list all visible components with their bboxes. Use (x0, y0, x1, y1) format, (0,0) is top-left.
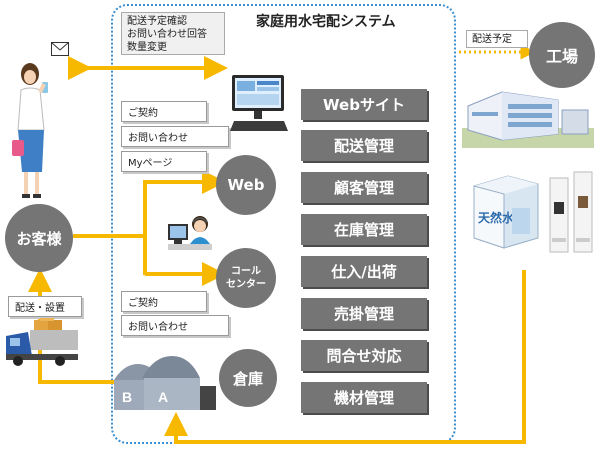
factory-node: 工場 (529, 22, 595, 88)
envelope-icon (51, 42, 69, 56)
customer-node: お客様 (5, 204, 73, 272)
function-receivables-mgmt: 売掛管理 (301, 298, 427, 329)
callcenter-node: コール センター (216, 248, 276, 308)
woman-phone-icon (12, 63, 48, 198)
factory-icon (462, 91, 594, 148)
web-option-contract: ご契約 (121, 101, 207, 122)
factory-supply-arrow (164, 270, 526, 444)
function-website: Webサイト (301, 89, 427, 120)
function-equipment-mgmt: 機材管理 (301, 382, 427, 413)
operator-icon (168, 216, 212, 250)
schedule-label: 配送予定 (466, 30, 528, 48)
warehouse-icon: B A (114, 356, 216, 410)
web-option-mypage: Myページ (121, 151, 207, 172)
warehouse-node: 倉庫 (219, 349, 277, 407)
web-node: Web (216, 155, 276, 215)
note-line: 配送予定確認 (127, 16, 187, 27)
svg-text:B: B (122, 389, 132, 405)
note-line: 数量変更 (127, 42, 167, 53)
truck-icon (6, 318, 78, 366)
water-server-icon (549, 171, 593, 253)
function-delivery-mgmt: 配送管理 (301, 130, 427, 161)
delivery-label: 配送・設置 (8, 296, 82, 317)
function-purchase-shipping: 仕入/出荷 (301, 256, 427, 287)
svg-text:A: A (158, 389, 168, 405)
email-notes: 配送予定確認 お問い合わせ回答 数量変更 (121, 12, 225, 55)
function-inquiry-handling: 問合せ対応 (301, 340, 427, 371)
computer-icon (230, 75, 288, 131)
function-customer-mgmt: 顧客管理 (301, 172, 427, 203)
call-option-inquiry: お問い合わせ (121, 315, 229, 336)
note-line: お問い合わせ回答 (127, 29, 207, 40)
system-title: 家庭用水宅配システム (256, 14, 396, 30)
svg-text:天然水: 天然水 (478, 210, 515, 225)
water-box-icon: 天然水 (473, 175, 539, 249)
web-option-inquiry: お問い合わせ (121, 126, 229, 147)
function-inventory-mgmt: 在庫管理 (301, 214, 427, 245)
call-option-contract: ご契約 (121, 291, 207, 312)
